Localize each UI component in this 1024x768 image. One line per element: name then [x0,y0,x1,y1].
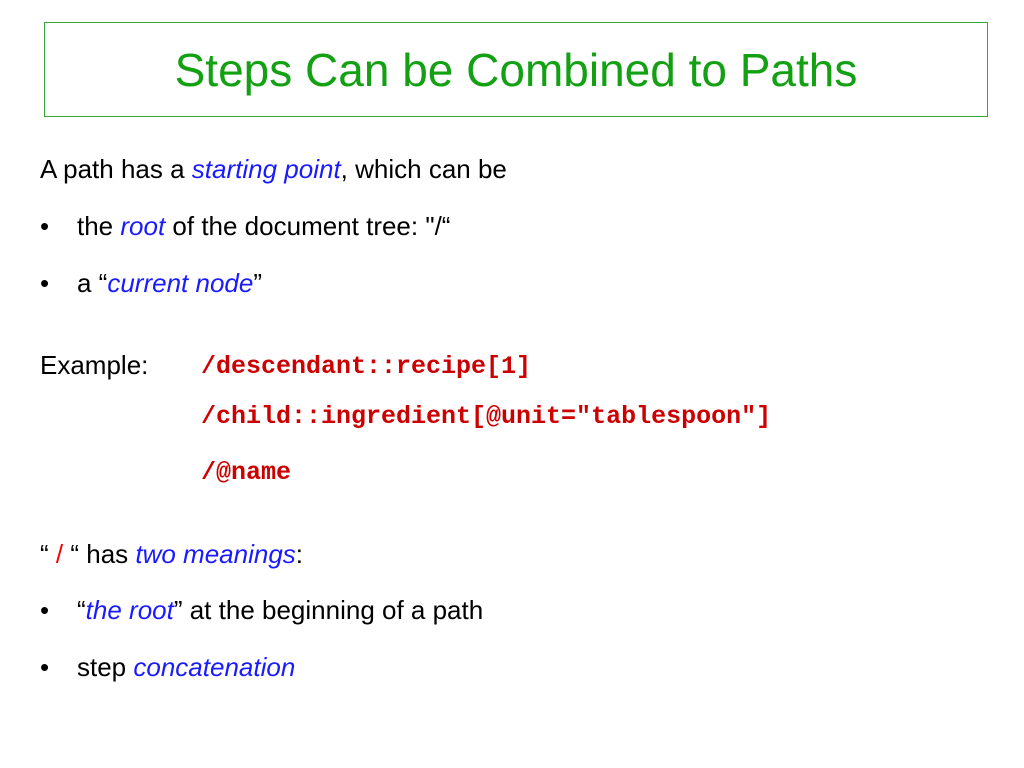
bullet-text: “ [77,595,86,625]
meanings-colon: : [295,539,304,569]
bullet-root: • the root of the document tree: "/“ [40,213,450,239]
bullet-highlight: concatenation [133,652,296,682]
meanings-text: “ has [63,539,136,569]
bullet-the-root: • “the root” at the beginning of a path [40,597,483,623]
bullet-highlight: the root [85,595,174,625]
slash-symbol: / [55,539,64,569]
bullet-symbol: • [40,595,50,625]
intro-text: A path has a [40,154,192,184]
bullet-highlight: current node [107,268,254,298]
meanings-open-quote: “ [40,539,56,569]
bullet-highlight: root [120,211,166,241]
code-line-3: /@name [201,458,292,487]
slide-title: Steps Can be Combined to Paths [174,43,858,96]
bullet-text-end: of the document tree: "/“ [165,211,451,241]
bullet-symbol: • [40,268,50,298]
bullet-concatenation: • step concatenation [40,654,295,680]
bullet-text: step [77,652,134,682]
example-label-text: Example: [40,350,149,380]
intro-highlight: starting point [191,154,341,184]
meanings-highlight: two meanings [135,539,296,569]
bullet-text-end: ” [253,268,262,298]
bullet-text-end: ” at the beginning of a path [173,595,484,625]
code-line-1: /descendant::recipe[1] [201,352,532,381]
intro-text-end: , which can be [340,154,507,184]
bullet-current-node: • a “current node” [40,270,262,296]
bullet-text: a “ [77,268,108,298]
title-box: Steps Can be Combined to Paths [44,22,988,117]
bullet-symbol: • [40,652,50,682]
code-line-2: /child::ingredient[@unit="tablespoon"] [201,402,772,431]
intro-line: A path has a starting point, which can b… [40,156,507,182]
bullet-text: the [77,211,121,241]
bullet-symbol: • [40,211,50,241]
meanings-line: “ / “ has two meanings: [40,541,303,567]
example-label: Example: [40,352,148,378]
